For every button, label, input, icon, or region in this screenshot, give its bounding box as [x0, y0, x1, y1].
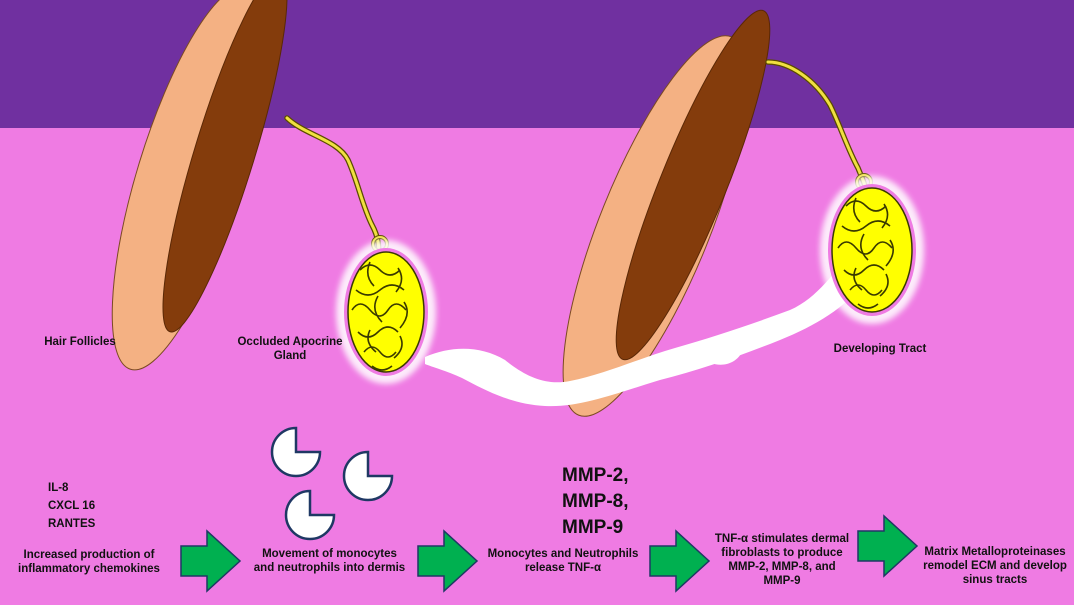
- process-arrows: [180, 514, 919, 593]
- hair-follicle-right: [562, 9, 771, 417]
- chemokine-item: IL-8: [48, 482, 69, 494]
- apocrine-gland-left: [284, 115, 436, 384]
- label-occluded-gland: Occluded Apocrine Gland: [237, 336, 343, 363]
- immune-cell: [270, 426, 322, 478]
- step-3-text: Monocytes and Neutrophils release TNF-α: [487, 548, 639, 575]
- label-developing-tract: Developing Tract: [833, 343, 927, 355]
- mmp-item: MMP-2,: [562, 465, 629, 486]
- chemokine-item: RANTES: [48, 517, 96, 530]
- chemokine-list: IL-8 CXCL 16 RANTES: [48, 480, 148, 533]
- immune-cell: [342, 450, 394, 502]
- hair-shaft-left: [162, 0, 288, 333]
- hair-shaft-right: [615, 9, 771, 361]
- hair-follicle-left: [111, 0, 288, 371]
- immune-cells: [270, 426, 394, 541]
- flow-arrow: [180, 529, 242, 593]
- apocrine-gland-right: [765, 59, 924, 324]
- flow-arrow: [649, 529, 711, 593]
- immune-cell: [284, 489, 336, 541]
- step-4-text: TNF-α stimulates dermal fibroblasts to p…: [714, 533, 850, 588]
- label-hair-follicles: Hair Follicles: [44, 336, 116, 348]
- mmp-list: MMP-2, MMP-8, MMP-9: [562, 463, 672, 542]
- flow-arrow: [417, 529, 479, 593]
- chemokine-item: CXCL 16: [48, 499, 96, 512]
- developing-tract-shape: [425, 253, 865, 407]
- flow-arrow: [857, 514, 919, 578]
- mmp-item: MMP-8,: [562, 491, 629, 513]
- mmp-item: MMP-9: [562, 517, 624, 539]
- step-2-text: Movement of monocytes and neutrophils in…: [253, 548, 406, 575]
- step-5-text: Matrix Metalloproteinases remodel ECM an…: [923, 546, 1067, 587]
- step-1-text: Increased production of inflammatory che…: [18, 549, 160, 576]
